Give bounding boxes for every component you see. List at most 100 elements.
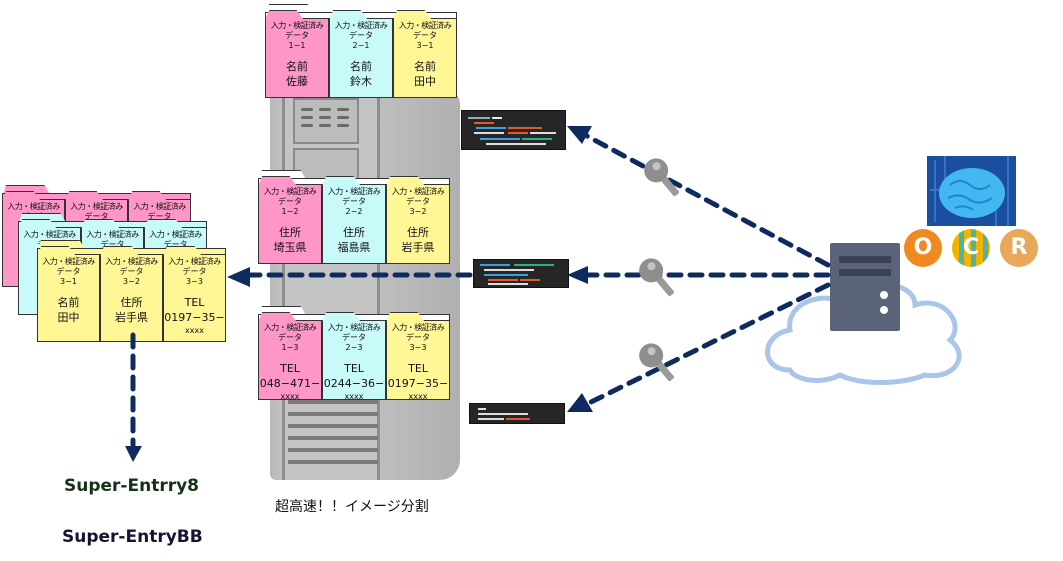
vent-line (288, 424, 378, 428)
product-name-1: Super-Entrry8 (64, 476, 200, 496)
card-label: 住所 (407, 226, 429, 239)
card-header: 入力・検証済み (105, 257, 158, 266)
ocr-badge-o: O (904, 229, 942, 267)
card-header: 入力・検証済み (86, 230, 139, 239)
arrowhead-5 (125, 446, 142, 462)
arrowhead-2 (567, 266, 588, 284)
code-snippet-3 (469, 403, 565, 424)
storage-server-illustration (270, 90, 460, 480)
card-label: 住所 (120, 296, 143, 309)
card-header-2: データ (147, 212, 172, 221)
card-label: TEL (344, 362, 364, 375)
card-header: 入力・検証済み (23, 230, 76, 239)
vent-line (288, 460, 378, 464)
card-header-2: データ (278, 333, 302, 342)
card-id: 3−3 (409, 343, 427, 352)
card-label: 名前 (414, 60, 436, 73)
card-id: 3−2 (123, 277, 140, 286)
card-extra: xxxx (408, 392, 428, 401)
card-header-2: データ (278, 197, 302, 206)
vent-line (288, 412, 378, 416)
card-header-2: データ (406, 333, 430, 342)
card-value: 福島県 (337, 241, 371, 254)
card-label: 住所 (343, 226, 365, 239)
card-extra: xxxx (280, 392, 300, 401)
cloud-server-icon (830, 243, 900, 331)
card-header-2: データ (56, 267, 81, 276)
card-label: 名前 (350, 60, 372, 73)
code-snippet-2 (473, 259, 569, 288)
card-header: 入力・検証済み (270, 21, 324, 30)
card-label: 住所 (279, 226, 301, 239)
card-extra: xxxx (185, 326, 204, 335)
card-id: 3−3 (186, 277, 203, 286)
arrow-to-code-3 (582, 282, 831, 408)
card-value: 埼玉県 (273, 241, 307, 254)
key-icon (639, 343, 674, 382)
drive-bay (293, 98, 359, 144)
ocr-badge-c: C (952, 229, 990, 267)
arrowhead-3 (567, 393, 593, 412)
card-value: 0197−35− (164, 311, 225, 324)
card-header: 入力・検証済み (334, 21, 388, 30)
cloud-icon (765, 281, 962, 385)
card-header-2: データ (413, 31, 437, 40)
card-value: 田中 (414, 75, 436, 88)
card-value: 岩手県 (115, 311, 148, 324)
card-header: 入力・検証済み (42, 257, 95, 266)
card-header-2: データ (84, 212, 109, 221)
card-header-2: データ (342, 333, 366, 342)
card-header-2: データ (100, 240, 125, 249)
card-value: 鈴木 (350, 75, 372, 88)
card-header: 入力・検証済み (70, 202, 123, 211)
product-name-2: Super-EntryBB (62, 527, 203, 547)
transfer-arrows (130, 132, 831, 448)
card-header: 入力・検証済み (327, 323, 381, 332)
card-id: 1−2 (281, 207, 299, 216)
card-label: 名前 (286, 60, 308, 73)
card-id: 2−2 (345, 207, 363, 216)
arrowhead-1 (567, 126, 592, 144)
card-header: 入力・検証済み (327, 187, 381, 196)
vent-line (288, 436, 378, 440)
card-header-2: データ (285, 31, 309, 40)
ai-brain-icon (927, 156, 1016, 226)
card-extra: xxxx (344, 392, 364, 401)
card-header-2: データ (349, 31, 373, 40)
card-id: 1−3 (281, 343, 299, 352)
arrow-to-code-1 (582, 132, 831, 268)
card-value: 佐藤 (286, 75, 308, 88)
card-id: 3−1 (60, 277, 77, 286)
card-header-2: データ (182, 267, 207, 276)
card-header: 入力・検証済み (398, 21, 452, 30)
split-caption: 超高速！！イメージ分割 (275, 499, 429, 515)
card-id: 2−3 (345, 343, 363, 352)
key-icon (639, 258, 674, 297)
card-value: 岩手県 (401, 241, 435, 254)
ocr-badge-r: R (1000, 229, 1038, 267)
card-label: TEL (408, 362, 428, 375)
card-header: 入力・検証済み (133, 202, 186, 211)
card-header: 入力・検証済み (391, 323, 445, 332)
card-id: 1−1 (288, 41, 306, 50)
server-front-panel (282, 90, 380, 480)
card-header: 入力・検証済み (263, 323, 317, 332)
vent-line (288, 448, 378, 452)
code-snippet-1 (461, 110, 566, 150)
card-header-2: データ (119, 267, 144, 276)
card-header: 入力・検証済み (149, 230, 202, 239)
card-label: 名前 (57, 296, 80, 309)
card-header-2: データ (406, 197, 430, 206)
card-id: 3−1 (416, 41, 434, 50)
card-value: 048−471− (259, 377, 321, 390)
